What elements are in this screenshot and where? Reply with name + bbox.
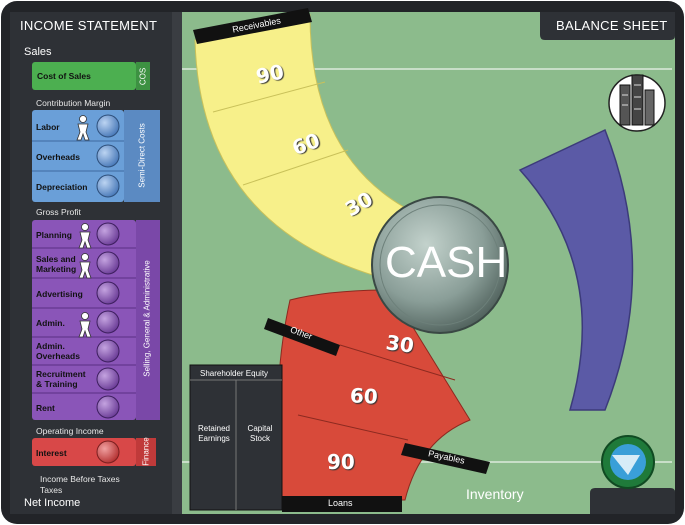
balance-sheet-tab xyxy=(540,12,675,40)
advertising-label: Advertising xyxy=(36,289,83,299)
loans-day-90: 90 xyxy=(327,450,355,474)
cos-tag-label: COS xyxy=(138,67,148,86)
interest-label: Interest xyxy=(36,448,67,458)
person-icon xyxy=(78,312,92,338)
recruitment-training-label: Recruitment & Training xyxy=(36,369,86,389)
cos-tag xyxy=(136,62,150,90)
capital-stock-label: Capital Stock xyxy=(247,424,273,443)
circle-token-icon xyxy=(96,310,120,334)
inventory-band xyxy=(518,128,634,411)
income-before-taxes-label: Income Before Taxes xyxy=(40,474,120,484)
finance-tag-label: Finance xyxy=(141,437,151,466)
admin-label: Admin. xyxy=(36,318,65,328)
operating-income-label: Operating Income xyxy=(36,426,104,436)
payables-banner xyxy=(401,443,490,474)
building-icon xyxy=(608,74,666,132)
left-panel xyxy=(10,12,175,46)
contribution-margin-label: Contribution Margin xyxy=(36,98,111,108)
loans-day-60: 60 xyxy=(349,383,379,409)
sga-tag xyxy=(136,220,160,420)
retained-earnings-label: Retained Earnings xyxy=(197,424,231,443)
sales-label: Sales xyxy=(24,46,52,58)
circle-token-icon xyxy=(96,222,120,246)
person-icon xyxy=(78,223,92,249)
circle-token-icon xyxy=(96,251,120,275)
circle-token-icon xyxy=(96,367,120,391)
inventory-label: Inventory xyxy=(466,486,524,502)
cost-of-sales-label: Cost of Sales xyxy=(37,71,91,81)
loans-banner xyxy=(282,496,402,512)
labor-label: Labor xyxy=(36,122,60,132)
sga-tag-label: Selling, General & Administrative xyxy=(142,260,152,377)
rent-label: Rent xyxy=(36,403,55,413)
loans-day-30: 30 xyxy=(384,330,416,358)
gross-profit-label: Gross Profit xyxy=(36,207,81,217)
circle-token-icon xyxy=(96,114,120,138)
cash-label: CASH xyxy=(385,238,508,287)
overheads-label: Overheads xyxy=(36,152,80,162)
person-icon xyxy=(76,115,90,141)
receivables-banner xyxy=(193,8,312,44)
person-icon xyxy=(78,253,92,279)
cash-sphere xyxy=(371,196,509,334)
semi-direct-tag xyxy=(124,110,160,202)
taxes-label: Taxes xyxy=(40,485,63,495)
shareholder-equity-label: Shareholder Equity xyxy=(200,369,269,378)
admin-overheads-label: Admin. Overheads xyxy=(36,341,80,361)
circle-token-icon xyxy=(96,395,120,419)
logo-icon xyxy=(601,435,655,489)
cost-of-sales-row xyxy=(32,62,136,90)
inventory-tab xyxy=(590,488,675,514)
semi-direct-tag-label: Semi-Direct Costs xyxy=(137,123,147,188)
circle-token-icon xyxy=(96,174,120,198)
finance-tag xyxy=(136,438,156,466)
loans-label: Loans xyxy=(328,498,353,508)
circle-token-icon xyxy=(96,339,120,363)
depreciation-label: Depreciation xyxy=(36,182,88,192)
other-banner xyxy=(264,318,340,356)
planning-label: Planning xyxy=(36,230,72,240)
balance-sheet-title: BALANCE SHEET xyxy=(556,18,668,33)
income-statement-title: INCOME STATEMENT xyxy=(20,18,158,33)
sales-marketing-label: Sales and Marketing xyxy=(36,254,77,274)
circle-token-icon xyxy=(96,440,120,464)
circle-token-icon xyxy=(96,144,120,168)
net-income-label: Net Income xyxy=(24,497,81,509)
circle-token-icon xyxy=(96,281,120,305)
